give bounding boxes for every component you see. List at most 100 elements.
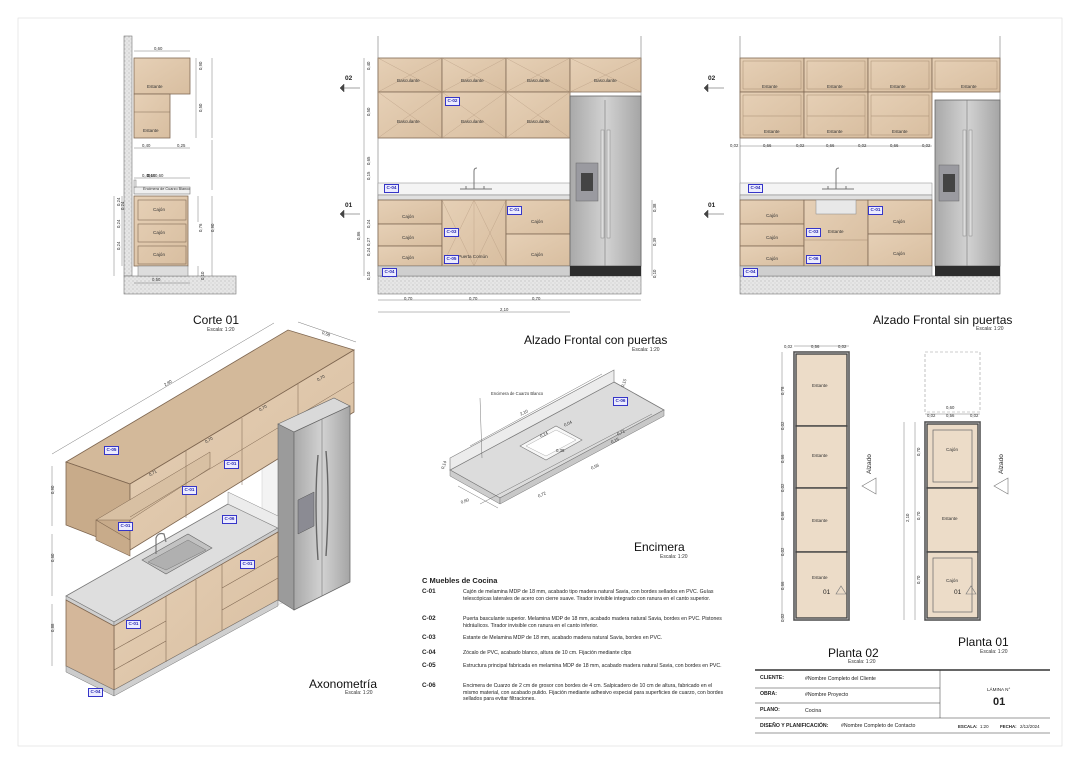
dim-axo: 0,90 [50, 485, 55, 494]
diseno-label: DISEÑO Y PLANIFICACIÓN: [760, 723, 829, 729]
code-tag-c01: C-01 [507, 206, 522, 215]
planta01-cajon: Cajón [946, 578, 959, 583]
dim-corte: 0,60 [155, 173, 164, 178]
countertop-front [377, 194, 571, 201]
estante-label: Estante [892, 129, 908, 134]
dim-corte: 0,50 [152, 277, 161, 282]
dim-corte: 0,50 [198, 103, 203, 112]
cajon-label: Cajón [531, 219, 544, 224]
obra-value: #Nombre Proyecto [805, 692, 849, 698]
level-01-marker: 01 [708, 202, 716, 209]
planta02-title: Planta 02 [828, 646, 879, 660]
dim-planta02: 0,66 [780, 581, 785, 590]
encimera-drawing [449, 369, 665, 509]
code-tag-c03: C-03 [806, 228, 821, 237]
dim-planta01: 0,02 [927, 413, 936, 418]
dim-axo: 0,60 [50, 553, 55, 562]
legend-description: Puerta basculante superior. Melamina MDP… [463, 616, 722, 629]
dim-planta02: 0,02 [780, 421, 785, 430]
axonometria-drawing [51, 321, 357, 697]
cliente-value: #Nombre Completo del Cliente [805, 676, 876, 682]
dim-alzado: 0,10 [366, 271, 371, 280]
dim-alzado: 0,10 [652, 269, 657, 278]
dim-corte: 0,24 [116, 241, 121, 250]
dim-planta01: 0,02 [970, 413, 979, 418]
fridge-front-2 [934, 99, 1001, 276]
dim-corte: 0,90 [198, 61, 203, 70]
dim-alzado_sin: 0,02 [730, 143, 739, 148]
encimera-scale: Escala: 1:20 [660, 554, 688, 560]
dim-planta01: 0,60 [946, 405, 955, 410]
dim-corte: 0,15 [147, 173, 156, 178]
cajon-label: Cajón [402, 214, 415, 219]
lower-cabinet-section [133, 195, 189, 267]
cliente-label: CLIENTE: [760, 675, 784, 681]
plano-value: Cocina [805, 708, 822, 714]
code-tag-c02: C-02 [445, 97, 460, 106]
dim-planta01: 0,70 [916, 447, 921, 456]
dim-planta01: 0,70 [916, 575, 921, 584]
dim-planta02: 0,02 [780, 613, 785, 622]
plano-label: PLANO: [760, 707, 780, 713]
cajon-label: Cajón [893, 219, 906, 224]
dim-alzado: 2,10 [500, 307, 509, 312]
dim-planta02: 0,02 [838, 344, 847, 349]
code-tag-c04: C-04 [743, 268, 758, 277]
code-tag-c04: C-04 [748, 184, 763, 193]
cajon-label: Cajón [402, 255, 415, 260]
upper-cabinet-bottom [133, 93, 171, 139]
dim-planta02: 0,66 [780, 454, 785, 463]
dim-alzado_sin: 0,02 [858, 143, 867, 148]
alzado-con-puertas-drawing [363, 36, 653, 313]
fecha-label: FECHA: [1000, 724, 1017, 729]
legend-title: C Muebles de Cocina [422, 576, 498, 585]
axo-title: Axonometría [309, 677, 378, 691]
legend-code: C-06 [422, 682, 436, 689]
planta01-title: Planta 01 [958, 635, 1009, 649]
planta02-estante: Estante [812, 383, 828, 388]
estante-label: Estante [890, 84, 906, 89]
cajon-label: Cajón [766, 256, 779, 261]
basculante-label: Basculante [461, 78, 484, 83]
level-02-marker: 02 [708, 75, 716, 82]
code-tag-c06: C-06 [222, 515, 237, 524]
legend-description: Estructura principal fabricada en melami… [463, 663, 722, 669]
cajon-label: Cajón [766, 235, 779, 240]
dim-alzado: 0,50 [366, 107, 371, 116]
dim-alzado: 0,38 [652, 203, 657, 212]
dim-planta02: 0,02 [780, 547, 785, 556]
dim-planta01: 2,10 [905, 513, 910, 522]
alzado-puertas-scale: Escala: 1:20 [632, 347, 660, 353]
code-tag-c05: C-05 [444, 255, 459, 264]
cajon-label: Cajón [893, 251, 906, 256]
title-block-frame [755, 669, 1050, 734]
legend-code: C-04 [422, 649, 436, 656]
dim-alzado: 0,15 [366, 171, 371, 180]
code-tag-c04: C-04 [88, 688, 103, 697]
legend-code: C-03 [422, 634, 436, 641]
corte-cajon-label: Cajón [153, 252, 166, 257]
legend-description: Estante de Melamina MDP de 18 mm, acabad… [463, 635, 663, 641]
planta02-scale: Escala: 1:20 [848, 659, 876, 665]
code-tag-c01: C-01 [182, 486, 197, 495]
estante-label: Estante [827, 84, 843, 89]
dim-alzado_sin: 0,66 [763, 143, 772, 148]
dim-alzado: 0,24 [366, 219, 371, 228]
estante-label: Estante [762, 84, 778, 89]
dim-alzado: 0,40 [366, 61, 371, 70]
dim-corte: 0,24 [116, 219, 121, 228]
dim-alzado: 0,86 [356, 231, 361, 240]
code-tag-c04: C-04 [384, 184, 399, 193]
dim-corte: 0,25 [177, 143, 186, 148]
code-tag-c01: C-01 [868, 206, 883, 215]
estante-label: Estante [764, 129, 780, 134]
dim-planta02: 0,78 [780, 386, 785, 395]
code-tag-c01: C-01 [224, 460, 239, 469]
code-tag-c04: C-04 [382, 268, 397, 277]
dim-planta02: 0,56 [811, 344, 820, 349]
code-tag-c03: C-03 [444, 228, 459, 237]
floor-section [123, 275, 237, 295]
dim-axo: 0,88 [50, 623, 55, 632]
